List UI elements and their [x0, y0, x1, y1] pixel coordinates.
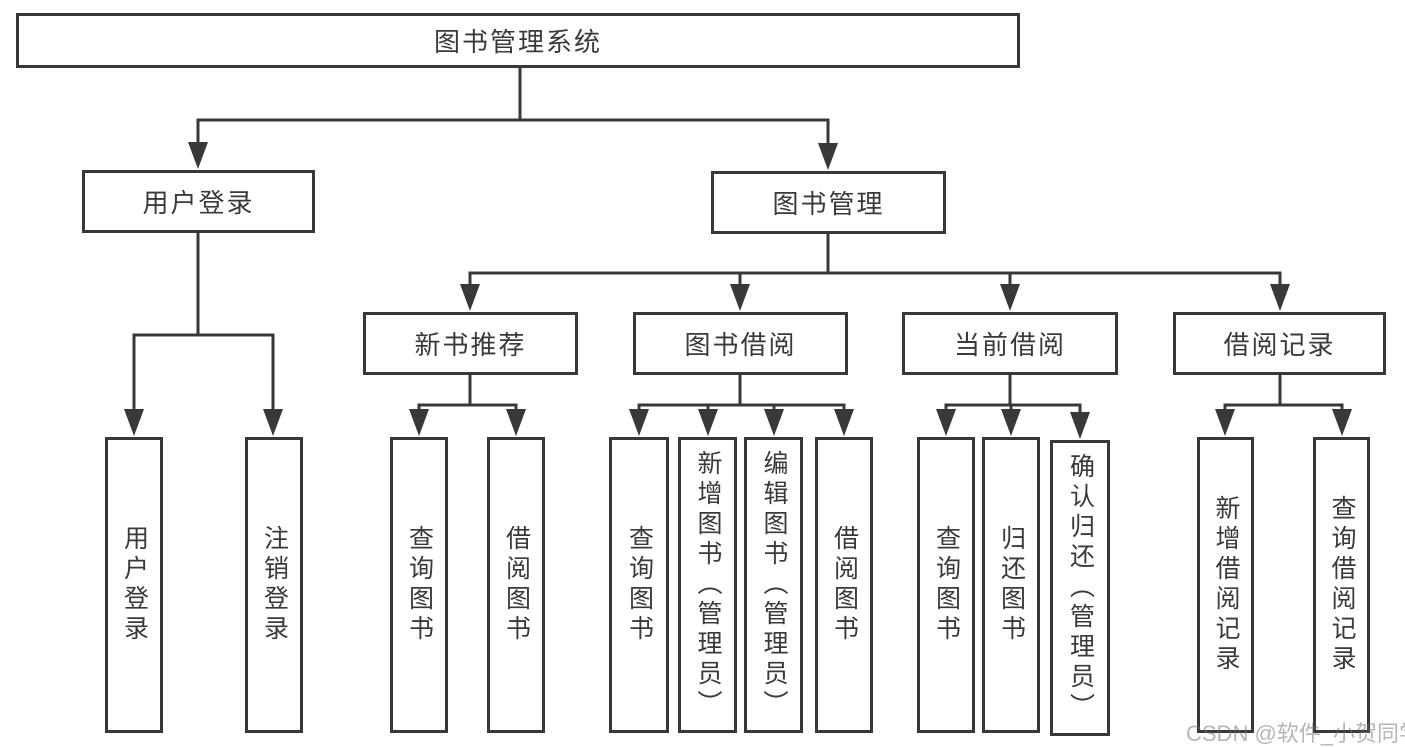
node-current-borrow-label: 当前借阅 [953, 330, 1066, 360]
edge-newbooks-to-leaves [417, 373, 518, 427]
leaf-borrow-add-admin: 新增图书（管理员） [678, 437, 737, 733]
leaf-newbooks-query: 查询图书 [390, 437, 448, 733]
node-root-label: 图书管理系统 [433, 27, 602, 57]
leaf-records-add-label: 新增借阅记录 [1212, 495, 1240, 675]
node-new-book-recommend-label: 新书推荐 [414, 330, 527, 360]
node-borrow-records-label: 借阅记录 [1223, 330, 1336, 360]
leaf-records-query: 查询借阅记录 [1313, 437, 1370, 733]
leaf-borrow-borrow: 借阅图书 [815, 437, 873, 733]
leaf-borrow-add-admin-label: 新增图书（管理员） [694, 450, 722, 720]
node-book-borrow: 图书借阅 [633, 312, 848, 375]
leaf-current-return-label: 归还图书 [997, 525, 1026, 645]
node-new-book-recommend: 新书推荐 [363, 312, 578, 375]
leaf-logout: 注销登录 [245, 437, 303, 733]
leaf-newbooks-query-label: 查询图书 [405, 525, 434, 645]
edge-currentborrow-to-leaves [944, 373, 1082, 430]
edge-bookborrow-to-leaves [637, 373, 846, 427]
edge-records-to-leaves [1223, 373, 1344, 427]
node-current-borrow: 当前借阅 [902, 312, 1118, 375]
leaf-borrow-edit-admin-label: 编辑图书（管理员） [760, 450, 788, 720]
edge-userlogin-to-leaves [132, 231, 275, 427]
node-borrow-records: 借阅记录 [1173, 312, 1386, 375]
leaf-borrow-edit-admin: 编辑图书（管理员） [744, 437, 803, 733]
leaf-borrow-query-label: 查询图书 [625, 525, 654, 645]
leaf-newbooks-borrow: 借阅图书 [487, 437, 545, 733]
leaf-borrow-borrow-label: 借阅图书 [830, 525, 859, 645]
leaf-newbooks-borrow-label: 借阅图书 [502, 525, 531, 645]
leaf-current-query-label: 查询图书 [932, 525, 961, 645]
leaf-current-confirm-admin: 确认归还（管理员） [1050, 440, 1110, 736]
node-book-management-label: 图书管理 [772, 189, 885, 219]
leaf-user-login-label: 用户登录 [120, 525, 149, 645]
edge-root-to-level2 [196, 66, 830, 162]
node-user-login-label: 用户登录 [142, 188, 255, 218]
node-book-borrow-label: 图书借阅 [684, 330, 797, 360]
node-root: 图书管理系统 [16, 13, 1020, 68]
node-user-login: 用户登录 [82, 170, 315, 233]
watermark-text: CSDN @软件_小贺同学 [1186, 721, 1405, 746]
leaf-records-query-label: 查询借阅记录 [1328, 495, 1356, 675]
leaf-borrow-query: 查询图书 [609, 437, 669, 733]
edge-bookmgmt-to-level3 [468, 232, 1282, 302]
leaf-records-add: 新增借阅记录 [1197, 437, 1254, 733]
leaf-current-return: 归还图书 [982, 437, 1040, 733]
leaf-user-login: 用户登录 [105, 437, 163, 733]
leaf-current-query: 查询图书 [917, 437, 975, 733]
leaf-logout-label: 注销登录 [260, 525, 289, 645]
leaf-current-confirm-admin-label: 确认归还（管理员） [1066, 453, 1095, 723]
node-book-management: 图书管理 [711, 171, 946, 234]
